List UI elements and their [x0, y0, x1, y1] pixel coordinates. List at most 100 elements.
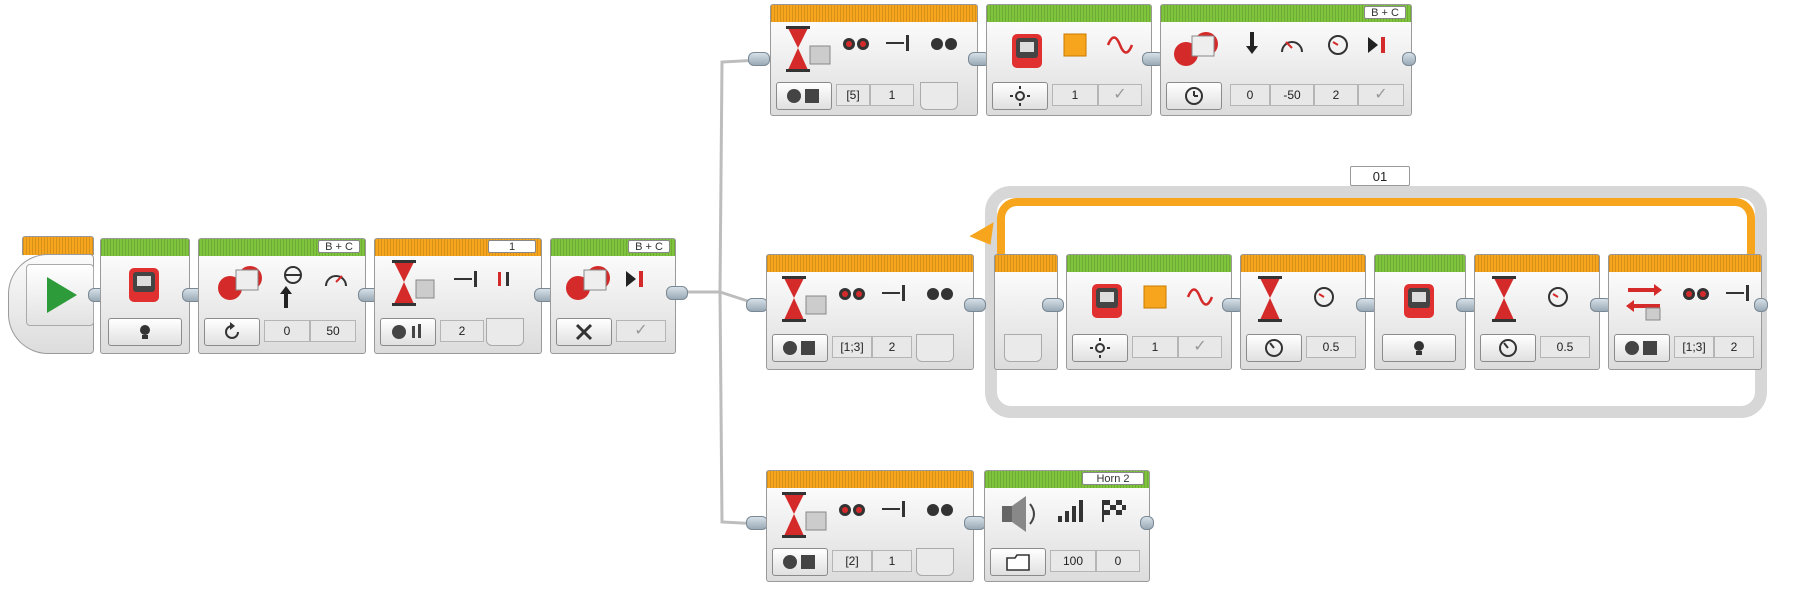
seconds-input[interactable]: 0.5	[1540, 336, 1590, 358]
sequence-plug[interactable]	[964, 516, 986, 530]
power-gauge-icon	[1281, 41, 1303, 53]
state-input[interactable]: 2	[440, 320, 484, 342]
loop-start-segment[interactable]	[994, 254, 1058, 370]
mode-selector-button[interactable]	[1246, 334, 1302, 362]
sensor-compare-icon	[783, 555, 815, 569]
sequence-plug[interactable]	[1042, 298, 1064, 312]
output-slot[interactable]	[916, 334, 954, 362]
brick-status-light-icon	[1012, 34, 1042, 68]
brake-at-end-toggle[interactable]: ✓	[1358, 84, 1404, 106]
wait-block-top[interactable]: [5] 1	[770, 4, 978, 116]
brick-light-block-loop[interactable]: 1 ✓	[1066, 254, 1232, 370]
mode-selector-button[interactable]	[772, 334, 828, 362]
mode-selector-button[interactable]	[772, 548, 828, 576]
brick-light-block-top[interactable]: 1 ✓	[986, 4, 1152, 116]
brick-status-light-icon	[1092, 284, 1122, 318]
sensor-icon	[839, 288, 865, 300]
steering-input[interactable]: 0	[1230, 84, 1270, 106]
seconds-input[interactable]: 2	[1314, 84, 1358, 106]
loop-exit-block[interactable]: [1;3] 2	[1608, 254, 1762, 370]
hourglass-sensor-icon	[782, 276, 827, 322]
sequence-plug-end[interactable]	[1402, 52, 1416, 66]
mode-selector-button[interactable]	[204, 318, 260, 346]
ports-input[interactable]: [5]	[836, 84, 870, 106]
value-input[interactable]: 2	[1714, 336, 1754, 358]
wait-block-middle[interactable]: [1;3] 2	[766, 254, 974, 370]
sensor-icon	[843, 38, 869, 50]
power-input[interactable]: 50	[310, 320, 356, 342]
power-input[interactable]: -50	[1270, 84, 1314, 106]
start-block[interactable]	[8, 236, 94, 354]
block-bar	[994, 254, 1058, 273]
motor-ports-label[interactable]: B + C	[628, 240, 670, 253]
mode-selector-button[interactable]	[1382, 334, 1456, 362]
mode-selector-button[interactable]	[992, 82, 1048, 110]
move-steering-block[interactable]: B + C 0 50	[198, 238, 366, 354]
output-slot[interactable]	[916, 548, 954, 576]
wait-touch-block[interactable]: 1 2	[374, 238, 542, 354]
mode-selector-button[interactable]	[990, 548, 1046, 576]
pulse-toggle[interactable]: ✓	[1098, 84, 1142, 106]
seconds-input[interactable]: 0.5	[1306, 336, 1356, 358]
value-input[interactable]: 2	[872, 336, 912, 358]
brick-status-light-block[interactable]	[100, 238, 190, 354]
compare-arrows-icon	[882, 285, 905, 301]
move-tank-block-top[interactable]: B + C 0 -50 2 ✓	[1160, 4, 1412, 116]
checkered-flag-icon	[1102, 500, 1126, 522]
color-input[interactable]: 1	[1052, 84, 1098, 106]
steering-motors-icon	[218, 266, 262, 300]
volume-input[interactable]: 100	[1050, 550, 1096, 572]
ports-input[interactable]: [2]	[832, 550, 872, 572]
value-input[interactable]: 1	[870, 84, 914, 106]
sequence-plug[interactable]	[748, 52, 770, 66]
folder-icon	[1006, 554, 1030, 571]
ports-input[interactable]: [1;3]	[832, 336, 872, 358]
speaker-icon	[1002, 496, 1035, 532]
value-input[interactable]: 1	[872, 550, 912, 572]
sound-block[interactable]: Horn 2 100 0	[984, 470, 1150, 582]
mode-selector-button[interactable]	[1072, 334, 1128, 362]
mode-selector-button[interactable]	[776, 82, 832, 110]
output-slot[interactable]	[920, 82, 958, 110]
steering-input[interactable]: 0	[264, 320, 310, 342]
mode-selector-button[interactable]	[1166, 82, 1222, 110]
sequence-plug[interactable]	[746, 516, 768, 530]
steering-motors-icon	[566, 266, 610, 300]
sound-file-label[interactable]: Horn 2	[1082, 472, 1144, 485]
pulse-toggle[interactable]: ✓	[1178, 336, 1222, 358]
pulse-wave-icon	[1106, 36, 1134, 54]
sequence-plug[interactable]	[964, 298, 986, 312]
move-steering-off-block[interactable]: B + C ✓	[550, 238, 676, 354]
wait-time-block-2[interactable]: 0.5	[1474, 254, 1600, 370]
wait-time-block-1[interactable]: 0.5	[1240, 254, 1366, 370]
sequence-plug-end[interactable]	[1754, 298, 1768, 312]
power-gauge-icon	[325, 275, 347, 287]
motor-ports-label[interactable]: B + C	[1364, 6, 1406, 19]
mode-selector-button[interactable]	[1614, 334, 1670, 362]
brick-status-light-icon	[1404, 284, 1434, 318]
sequence-plug[interactable]	[746, 298, 768, 312]
motor-ports-label[interactable]: B + C	[318, 240, 360, 253]
hourglass-icon	[1492, 276, 1516, 322]
output-slot[interactable]	[486, 318, 524, 346]
ports-input[interactable]: [1;3]	[1674, 336, 1714, 358]
mode-selector-button[interactable]	[1480, 334, 1536, 362]
loop-index-slot[interactable]	[1004, 334, 1042, 362]
loop-name-label[interactable]: 01	[1350, 166, 1410, 186]
brake-icon	[626, 271, 643, 287]
mode-selector-button[interactable]	[108, 318, 182, 346]
color-input[interactable]: 1	[1132, 336, 1178, 358]
brake-at-end-toggle[interactable]: ✓	[616, 320, 666, 342]
sequence-plug[interactable]	[666, 286, 688, 300]
timer-mode-icon	[1185, 87, 1203, 105]
block-bar	[100, 238, 190, 257]
mode-selector-button[interactable]	[380, 318, 436, 346]
brick-light-off-block[interactable]	[1374, 254, 1466, 370]
wait-block-bottom[interactable]: [2] 1	[766, 470, 974, 582]
start-play-button[interactable]	[26, 264, 94, 326]
mode-selector-button[interactable]	[556, 318, 612, 346]
port-label[interactable]: 1	[488, 240, 536, 253]
loop-block[interactable]	[985, 186, 1767, 418]
play-type-input[interactable]: 0	[1096, 550, 1140, 572]
sequence-plug-end[interactable]	[1140, 516, 1154, 530]
